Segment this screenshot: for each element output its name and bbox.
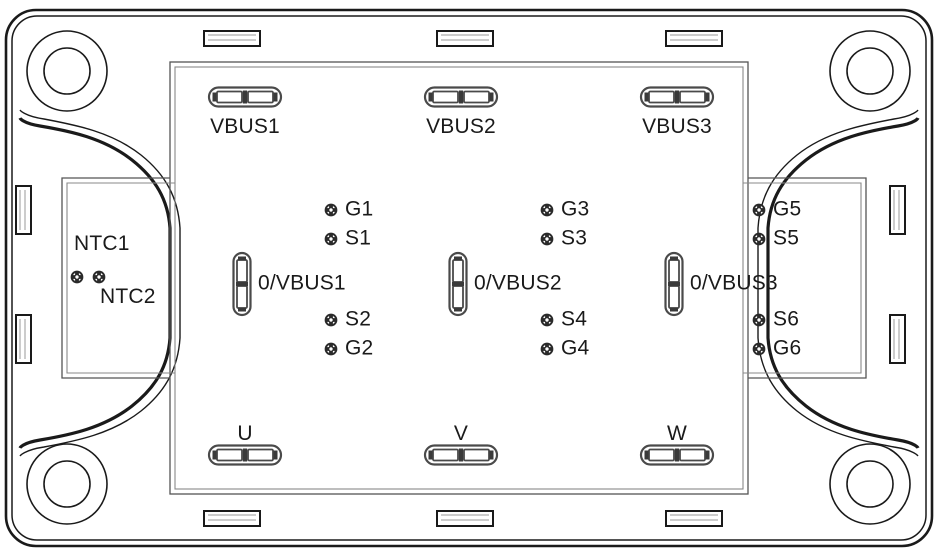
terminal-label-ovbus1: 0/VBUS1	[258, 272, 346, 295]
hole-bottom-right	[829, 443, 911, 525]
terminal-w[interactable]: W	[639, 422, 715, 466]
terminal-label-vbus1: VBUS1	[210, 115, 280, 138]
terminal-label-w: W	[667, 422, 687, 445]
pin-s2[interactable]: S2	[324, 308, 371, 331]
edge-tabs-group	[15, 30, 906, 527]
terminal-label-u: U	[237, 422, 252, 445]
pin-label-s2: S2	[345, 308, 371, 331]
terminal-vbus1[interactable]: VBUS1	[207, 86, 283, 139]
tab-top-3	[665, 30, 723, 47]
pin-label-g1: G1	[345, 198, 373, 221]
terminal-ovbus2[interactable]: 0/VBUS2	[448, 251, 562, 317]
hole-top-left	[26, 30, 108, 112]
internal-contour	[18, 109, 920, 457]
tab-top-2	[436, 30, 494, 47]
tab-right-1	[889, 185, 906, 235]
pin-ntc1[interactable]	[70, 270, 84, 284]
inner-cavity-frame	[61, 61, 867, 495]
pin-s4[interactable]: S4	[540, 308, 588, 331]
tab-top-1	[203, 30, 261, 47]
tab-right-2	[889, 314, 906, 364]
pin-label-g3: G3	[561, 198, 589, 221]
terminal-ovbus1[interactable]: 0/VBUS1	[232, 251, 346, 317]
pin-g2[interactable]: G2	[324, 337, 374, 360]
pin-label-s3: S3	[561, 227, 587, 250]
ntc1-label: NTC1	[74, 232, 130, 255]
tab-bottom-3	[665, 510, 723, 527]
tab-bottom-1	[203, 510, 261, 527]
terminal-label-ovbus2: 0/VBUS2	[474, 272, 562, 295]
terminal-u[interactable]: U	[207, 422, 283, 466]
hole-bottom-left	[26, 443, 108, 525]
pin-g3[interactable]: G3	[540, 198, 590, 221]
pin-label-s6: S6	[773, 308, 799, 331]
pin-label-s1: S1	[345, 227, 371, 250]
terminal-vbus2[interactable]: VBUS2	[423, 86, 499, 139]
module-outer-shell	[4, 8, 934, 548]
terminal-label-v: V	[454, 422, 468, 445]
pin-s3[interactable]: S3	[540, 227, 587, 250]
ntc2-label: NTC2	[100, 285, 156, 308]
tab-left-2	[15, 314, 32, 364]
pin-g5[interactable]: G5	[752, 198, 802, 221]
pin-label-s4: S4	[561, 308, 587, 331]
tab-left-1	[15, 185, 32, 235]
gate-source-pins-group: G1 S1 S2 G2 G3 S3 S4 G4	[324, 198, 802, 360]
mounting-holes-group	[26, 30, 911, 525]
phase-terminals-group: U V W	[207, 422, 715, 466]
tab-bottom-2	[436, 510, 494, 527]
ntc-pins-group: NTC1 NTC2	[70, 232, 156, 308]
mid-terminals-group: 0/VBUS1 0/VBUS2 0/VBUS3	[232, 251, 778, 317]
pin-label-g5: G5	[773, 198, 801, 221]
pin-label-g4: G4	[561, 337, 590, 360]
pin-label-g2: G2	[345, 337, 373, 360]
terminal-label-vbus2: VBUS2	[426, 115, 496, 138]
pin-s5[interactable]: S5	[752, 227, 799, 250]
terminal-label-vbus3: VBUS3	[642, 115, 712, 138]
pin-s6[interactable]: S6	[752, 308, 799, 331]
terminal-ovbus3[interactable]: 0/VBUS3	[664, 251, 778, 317]
terminal-vbus3[interactable]: VBUS3	[639, 86, 715, 139]
pin-g4[interactable]: G4	[540, 337, 590, 360]
pin-g6[interactable]: G6	[752, 337, 802, 360]
pin-label-s5: S5	[773, 227, 799, 250]
pin-g1[interactable]: G1	[324, 198, 374, 221]
terminal-label-ovbus3: 0/VBUS3	[690, 272, 778, 295]
pin-s1[interactable]: S1	[324, 227, 371, 250]
pin-label-g6: G6	[773, 337, 801, 360]
pin-ntc2[interactable]	[92, 270, 106, 284]
hole-top-right	[829, 30, 911, 112]
terminal-v[interactable]: V	[423, 422, 499, 466]
vbus-terminals-group: VBUS1 VBUS2 VBUS3	[207, 86, 715, 139]
